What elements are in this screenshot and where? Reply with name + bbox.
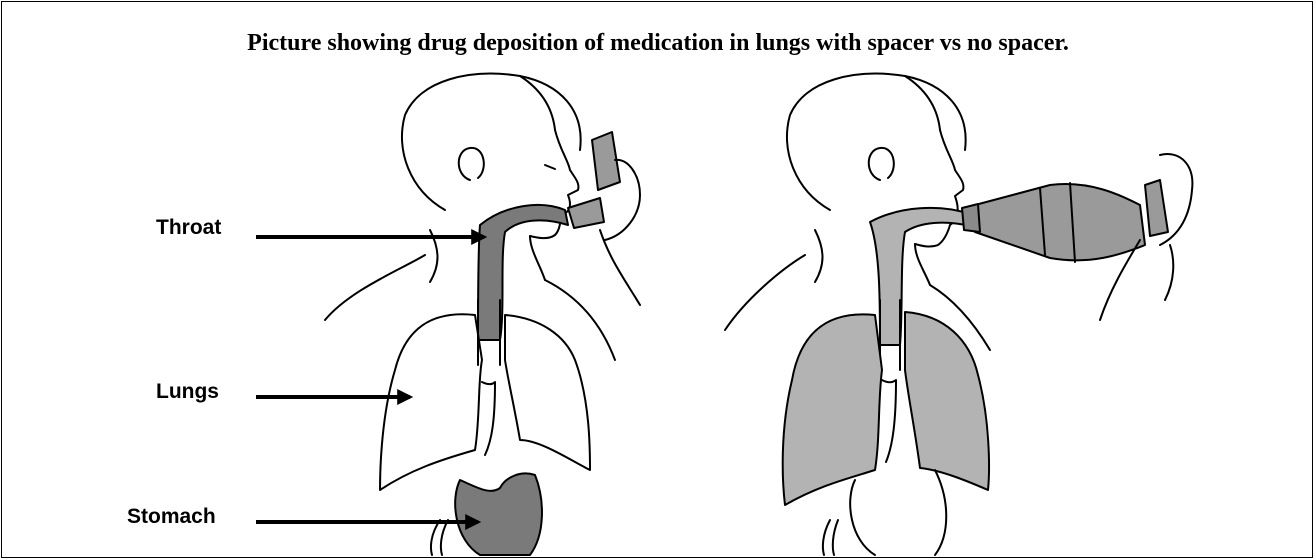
stomach-left	[455, 473, 542, 555]
left-lung-left	[380, 314, 482, 490]
shoulders-left	[325, 230, 438, 320]
ear-left	[459, 148, 484, 180]
left-lung-right	[783, 314, 882, 505]
face-right	[915, 130, 963, 247]
shoulders-right	[725, 230, 823, 330]
head-outline-right	[787, 74, 966, 210]
spacer-figure	[725, 74, 1192, 555]
ear-right	[869, 148, 894, 180]
inhaler-left	[592, 132, 620, 190]
spacer-device	[975, 184, 1145, 260]
inhaler-right	[1145, 180, 1168, 236]
right-lung-right	[905, 312, 989, 490]
throat-left	[478, 205, 568, 340]
label-arrows	[256, 237, 484, 522]
right-lung-left	[505, 315, 590, 470]
no-spacer-figure	[325, 74, 640, 555]
stomach-right	[850, 470, 946, 555]
head-outline-left	[402, 74, 581, 210]
